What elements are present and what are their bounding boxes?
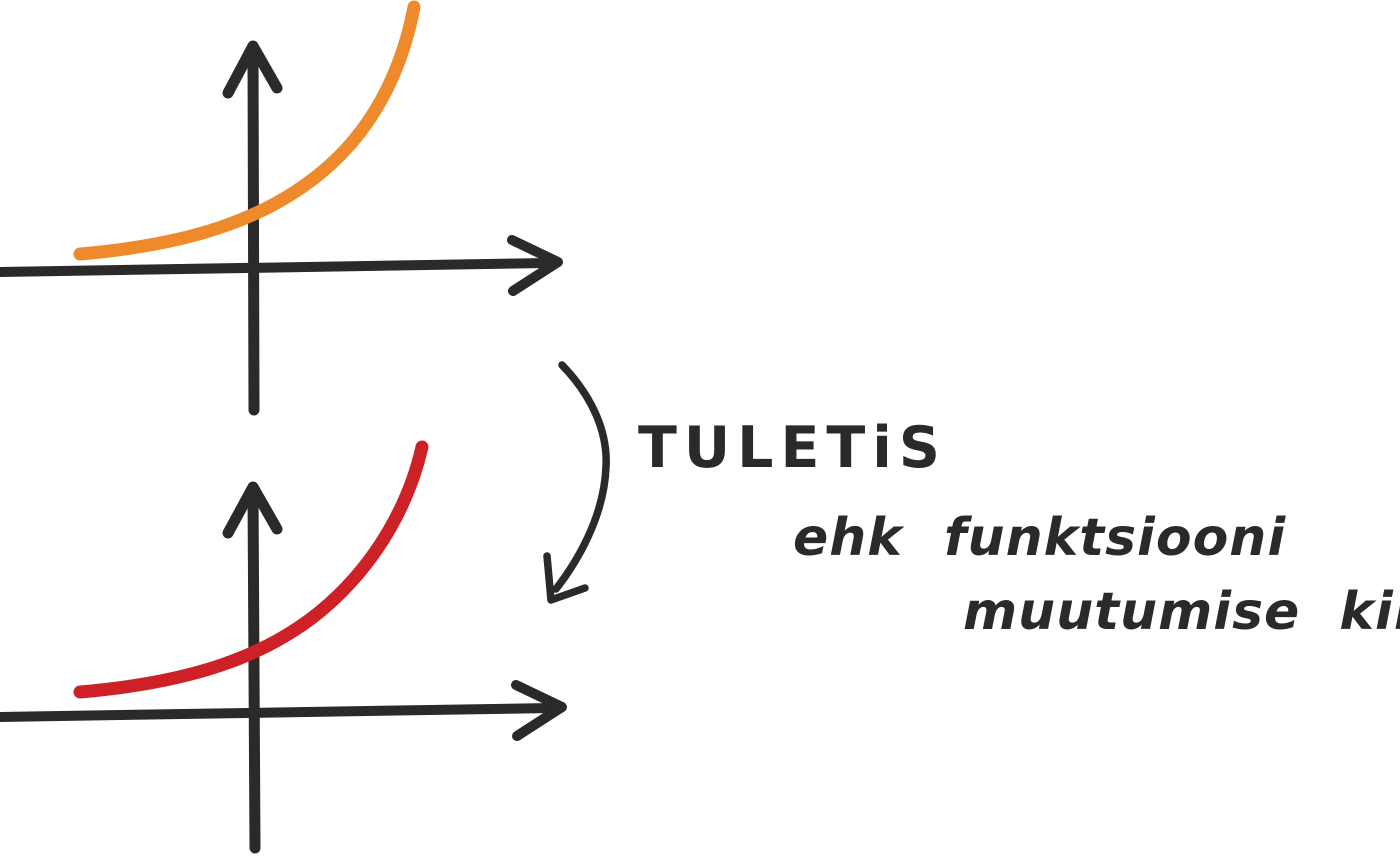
derivation-arrow-shaft [552,361,610,593]
annotation-title: TULETiS [638,415,947,481]
bottom-exponential-curve [73,440,429,699]
annotation-subtitle-line-1: ehk funktsiooni [793,508,1287,568]
top-exponential-curve [73,0,421,261]
top-x-axis-arrowhead-icon [507,235,563,296]
top-plot-axes [0,40,563,416]
bottom-x-axis-arrowhead-icon [511,680,567,741]
bottom-plot-axes [0,481,567,854]
bottom-y-axis [247,486,261,854]
derivation-arrow-head-icon [543,552,589,604]
top-y-axis-arrowhead-icon [222,40,283,99]
bottom-y-axis-arrowhead-icon [222,481,283,539]
bottom-x-axis [0,703,557,722]
top-y-axis [247,46,260,416]
annotation-subtitle-line-2: muutumise kiirus [963,582,1400,642]
derivation-arrow [543,361,610,604]
top-x-axis [0,258,553,277]
